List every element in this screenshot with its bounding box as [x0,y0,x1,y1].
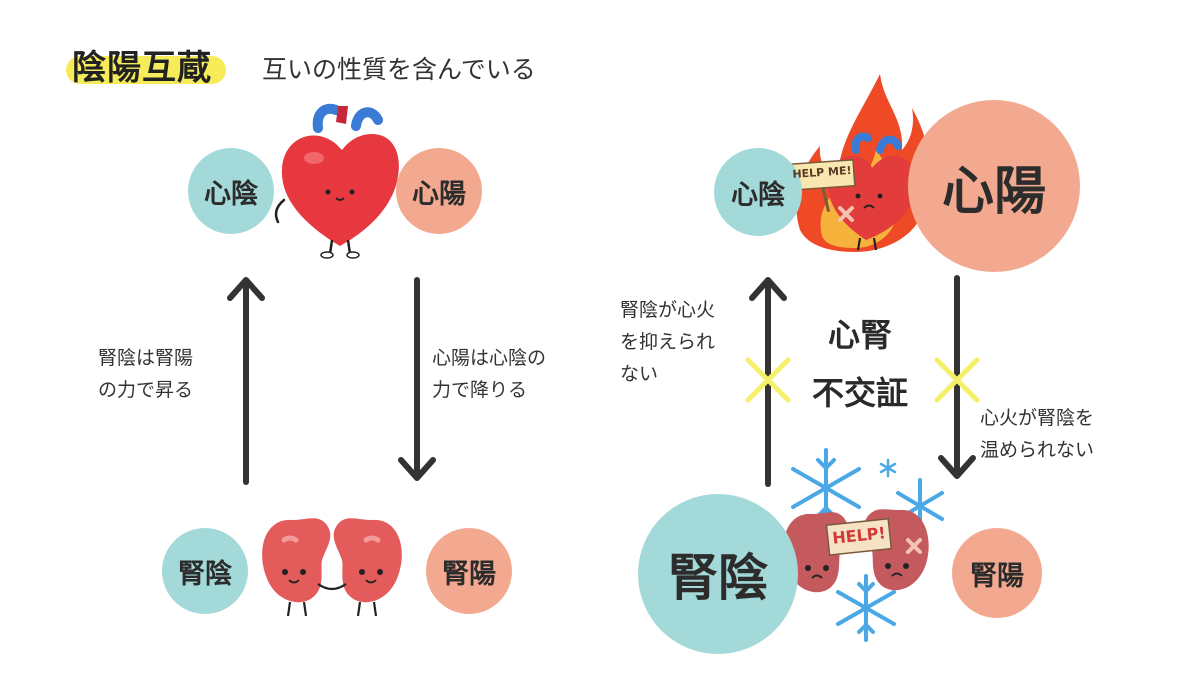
left-heart-yin-label: 心陰 [204,178,258,210]
right-kidney-yang-circle: 腎陽 [952,528,1042,618]
right-heart-yang-circle: 心陽 [908,100,1080,272]
left-kidney-yin-circle: 腎陰 [162,528,248,614]
right-heart-yin-label: 心陰 [731,179,785,211]
title-highlight [66,56,226,84]
help-sign [825,517,893,556]
right-kidney-yang-label: 腎陽 [970,560,1024,592]
page-subtitle: 互いの性質を含んでいる [262,55,536,84]
page-title: 陰陽互蔵 [72,48,212,88]
heart-kidney-disharmony-label: 心腎 不交証 [811,316,908,412]
right-up-note: 腎陰が心火 を抑えられ ない [620,299,716,385]
left-heart-yang-circle: 心陽 [396,148,482,234]
left-up-note: 腎陰は腎陽 の力で昇る [98,347,194,401]
snowflake-illustration [791,448,944,642]
left-down-arrow [398,277,436,481]
right-down-note: 心火が腎陰を 温められない [980,407,1095,461]
blocked-cross-left [745,357,791,403]
help-me-sign [786,158,856,212]
left-heart-yang-label: 心陽 [412,178,466,210]
right-heart-yang-label: 心陽 [941,161,1046,222]
left-up-arrow [227,277,265,485]
right-kidney-yin-label: 腎陰 [668,549,768,607]
left-down-note: 心陽は心陰の 力で降りる [432,347,547,401]
blocked-cross-right [934,357,980,403]
happy-heart-illustration [274,103,408,259]
left-heart-yin-circle: 心陰 [188,148,274,234]
left-kidney-yang-circle: 腎陽 [426,528,512,614]
right-down-arrow [938,275,976,479]
left-kidney-yin-label: 腎陰 [178,558,232,590]
happy-kidneys-illustration [262,518,402,617]
left-kidney-yang-label: 腎陽 [442,558,496,590]
right-kidney-yin-circle: 腎陰 [638,494,798,654]
right-heart-yin-circle: 心陰 [714,148,802,236]
